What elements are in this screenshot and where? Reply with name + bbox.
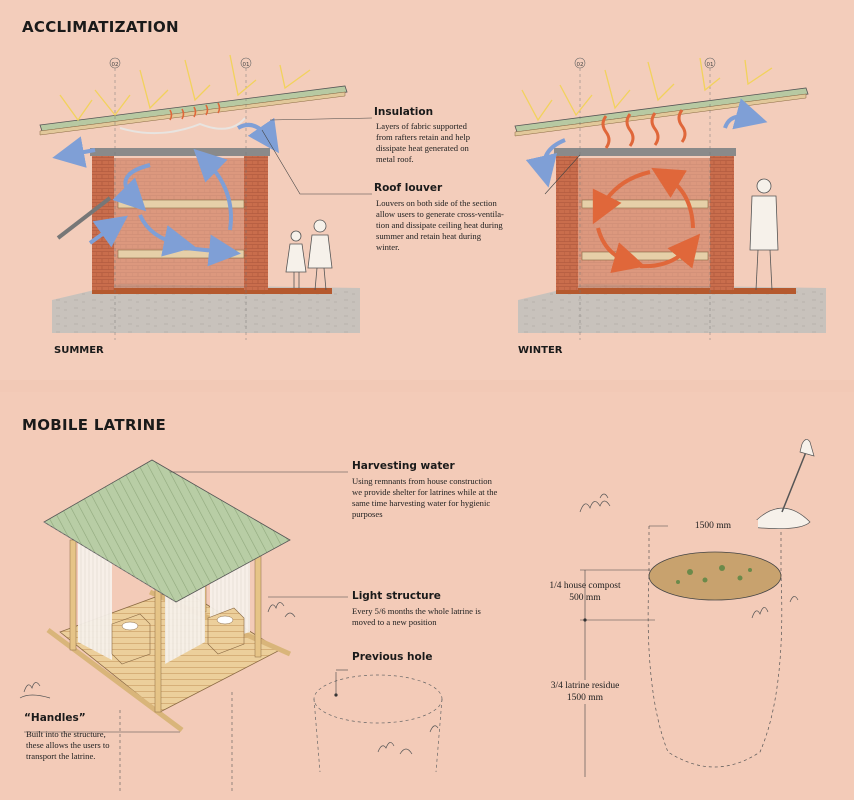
summer-ring-beam xyxy=(90,148,270,156)
winter-ring-beam xyxy=(554,148,736,156)
winter-back-wall xyxy=(578,158,710,288)
winter-floor-slab xyxy=(556,288,796,294)
roof-louver-line-5: winter. xyxy=(376,242,400,252)
insulation-line-2: from rafters retain and help xyxy=(376,132,471,142)
residue-dimension: 3/4 latrine residue 1500 mm xyxy=(530,680,640,704)
winter-roof xyxy=(514,87,809,133)
handles-body: Built into the structure, these allows t… xyxy=(26,729,146,762)
mobile-latrine-title: MOBILE LATRINE xyxy=(22,416,167,434)
insulation-title: Insulation xyxy=(374,106,434,118)
acclimatization-section: ACCLIMATIZATION xyxy=(0,0,854,380)
residue-label: 3/4 latrine residue xyxy=(550,681,620,691)
compost-pit-drawing xyxy=(579,439,815,777)
compost-depth: 500 mm xyxy=(569,593,601,603)
previous-hole-title: Previous hole xyxy=(352,651,433,663)
pit-width-dimension: 1500 mm xyxy=(668,520,758,532)
summer-grid-02: 02 xyxy=(112,62,119,68)
roof-louver-body: Louvers on both side of the section allo… xyxy=(376,198,546,253)
light-structure-line-1: Every 5/6 months the whole latrine is xyxy=(352,606,481,616)
summer-sun-rays xyxy=(59,54,311,122)
acclimatization-illustration: 02 01 xyxy=(39,54,826,340)
latrine-structure-drawing xyxy=(19,459,296,792)
summer-people xyxy=(285,219,333,291)
winter-ground xyxy=(518,284,826,333)
summer-grid-01: 01 xyxy=(243,62,250,68)
winter-airflow-warm xyxy=(592,167,701,274)
summer-back-wall xyxy=(114,158,244,288)
roof-louver-line-1: Louvers on both side of the section xyxy=(376,198,497,208)
winter-airflow-cool xyxy=(525,98,768,188)
summer-right-wall xyxy=(244,155,268,290)
mobile-latrine-illustration xyxy=(19,439,815,792)
compost-label: 1/4 house compost xyxy=(549,581,621,591)
winter-grid-01: 01 xyxy=(707,62,714,68)
summer-section-drawing xyxy=(39,54,373,340)
handles-line-2: these allows the users to xyxy=(26,740,110,750)
handles-line-1: Built into the structure, xyxy=(26,729,106,739)
light-structure-body: Every 5/6 months the whole latrine is mo… xyxy=(352,606,522,628)
harvesting-water-title: Harvesting water xyxy=(352,460,455,472)
harvesting-line-3: same time harvesting water for hygienic xyxy=(352,498,491,508)
harvesting-line-2: we provide shelter for latrines while at… xyxy=(352,487,498,497)
winter-grid-02: 02 xyxy=(577,62,584,68)
handles-line-3: transport the latrine. xyxy=(26,751,96,761)
roof-louver-title: Roof louver xyxy=(374,182,443,194)
residue-depth: 1500 mm xyxy=(566,693,604,703)
latrine-seat-left xyxy=(111,613,151,665)
insulation-line-1: Layers of fabric supported xyxy=(376,121,467,131)
summer-label: SUMMER xyxy=(54,345,104,356)
summer-floor-slab xyxy=(92,288,332,294)
winter-person xyxy=(749,178,779,291)
winter-lower-bunk xyxy=(581,251,709,261)
summer-airflow xyxy=(52,117,280,267)
roof-louver-line-3: tion and dissipate ceiling heat during xyxy=(376,220,503,230)
harvesting-water-body: Using remnants from house construction w… xyxy=(352,476,522,520)
compost-surface xyxy=(648,551,782,601)
summer-rafter xyxy=(39,91,346,136)
light-structure-line-2: moved to a new position xyxy=(352,617,437,627)
summer-upper-bunk xyxy=(117,199,245,209)
harvesting-line-1: Using remnants from house construction xyxy=(352,476,492,486)
winter-left-wall xyxy=(556,155,578,290)
light-structure-title: Light structure xyxy=(352,590,441,602)
summer-ground xyxy=(52,284,360,333)
insulation-body: Layers of fabric supported from rafters … xyxy=(376,121,526,165)
summer-open-louver xyxy=(56,196,112,240)
summer-left-wall xyxy=(92,155,114,290)
insulation-line-3: dissipate heat generated on xyxy=(376,143,469,153)
roof-louver-line-2: allow users to generate cross-ventila- xyxy=(376,209,504,219)
previous-hole-drawing xyxy=(313,672,443,773)
handles-title: “Handles” xyxy=(24,712,86,724)
winter-right-wall xyxy=(710,155,734,290)
winter-heat-waves xyxy=(601,109,687,149)
winter-section-drawing xyxy=(514,57,826,340)
summer-lower-bunk xyxy=(117,249,245,259)
roof-louver-line-4: summer and retain heat during xyxy=(376,231,482,241)
acclimatization-title: ACCLIMATIZATION xyxy=(22,18,179,36)
winter-upper-bunk xyxy=(581,199,709,209)
compost-dimension: 1/4 house compost 500 mm xyxy=(530,580,640,604)
harvesting-line-4: purposes xyxy=(352,509,383,519)
summer-roof xyxy=(39,85,348,132)
insulation-line-4: metal roof. xyxy=(376,154,414,164)
winter-label: WINTER xyxy=(518,345,563,356)
winter-sun-rays xyxy=(521,57,773,122)
winter-rafter xyxy=(514,93,807,137)
mobile-latrine-section: MOBILE LATRINE xyxy=(0,392,854,800)
